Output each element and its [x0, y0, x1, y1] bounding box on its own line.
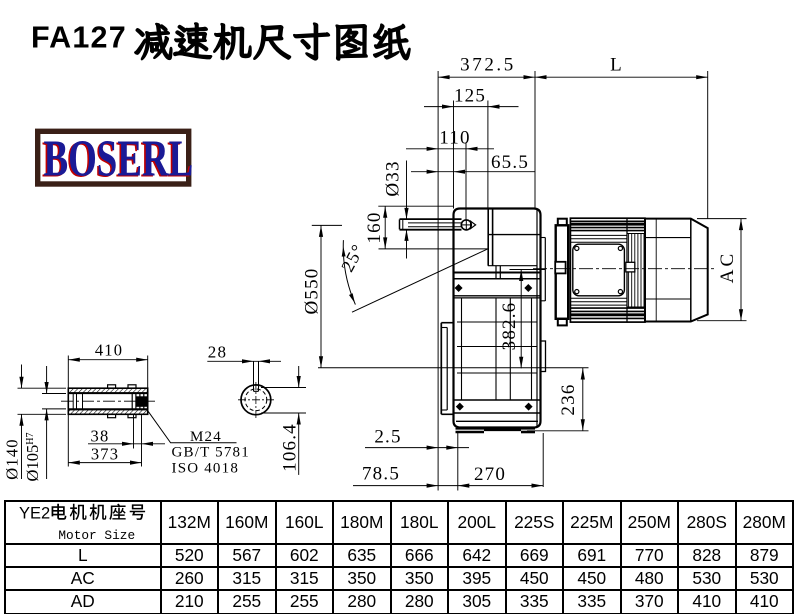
svg-text:BOSERL: BOSERL	[42, 131, 192, 188]
svg-text:125: 125	[454, 86, 486, 107]
svg-text:160: 160	[364, 211, 385, 243]
svg-text:Ø140: Ø140	[3, 438, 22, 479]
svg-text:236: 236	[558, 383, 579, 415]
svg-text:Ø105H7: Ø105H7	[23, 433, 42, 482]
svg-text:YE2: YE2	[19, 505, 50, 523]
svg-text:M24: M24	[190, 429, 222, 445]
svg-text:373: 373	[91, 445, 119, 464]
svg-text:AC: AC	[717, 251, 738, 283]
svg-text:65.5: 65.5	[491, 152, 529, 173]
svg-text:372.5: 372.5	[460, 55, 516, 76]
svg-text:Ø550: Ø550	[302, 267, 323, 314]
svg-text:28: 28	[208, 343, 227, 362]
svg-text:FA127: FA127	[31, 21, 127, 55]
svg-text:ISO 4018: ISO 4018	[172, 461, 240, 477]
svg-text:106.4: 106.4	[280, 423, 301, 472]
svg-text:382.6: 382.6	[499, 302, 520, 351]
svg-text:BOSERL: BOSERL	[43, 129, 193, 186]
svg-text:78.5: 78.5	[362, 464, 400, 485]
svg-text:410: 410	[95, 340, 123, 359]
svg-text:L: L	[610, 55, 623, 76]
svg-text:38: 38	[91, 426, 110, 445]
svg-text:25°: 25°	[337, 240, 368, 275]
svg-text:110: 110	[439, 128, 470, 149]
svg-text:2.5: 2.5	[374, 427, 401, 448]
svg-text:GB/T 5781: GB/T 5781	[172, 445, 250, 461]
svg-text:Ø33: Ø33	[383, 160, 404, 196]
svg-text:270: 270	[474, 464, 506, 485]
